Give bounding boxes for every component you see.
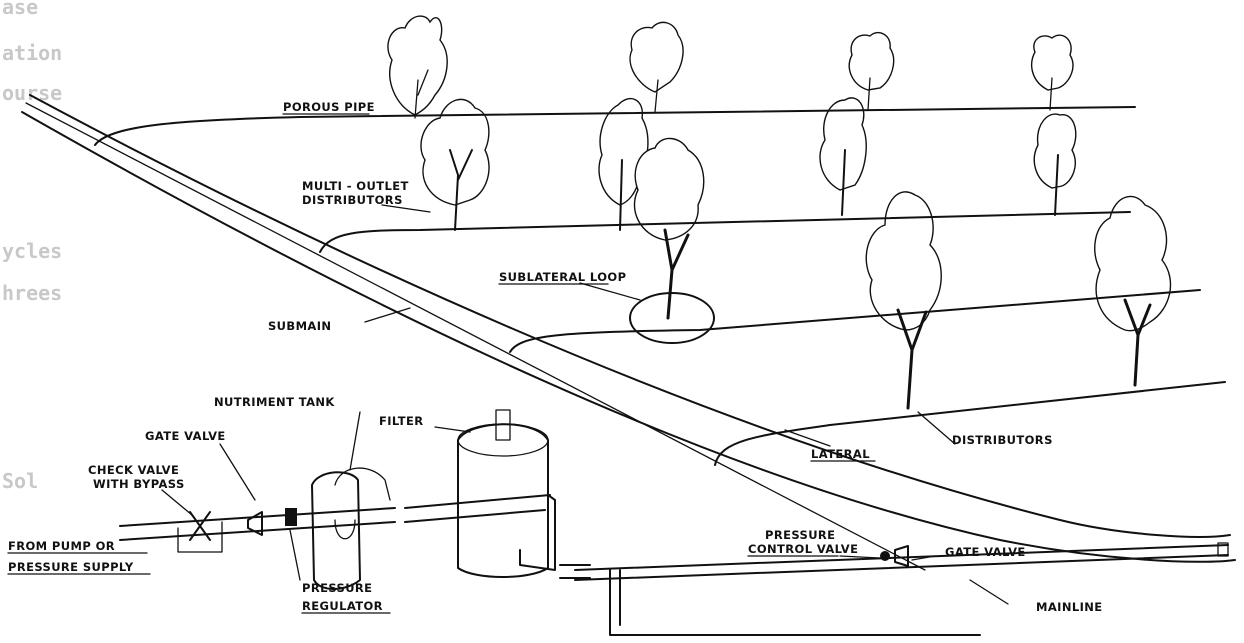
sublateral-loop xyxy=(630,293,714,343)
label-gate-valve-left: GATE VALVE xyxy=(145,429,226,443)
tree xyxy=(820,98,866,215)
label-gate-valve-right: GATE VALVE xyxy=(945,545,1026,559)
label-mainline: MAINLINE xyxy=(1036,600,1103,614)
label-sublateral-loop: SUBLATERAL LOOP xyxy=(499,270,626,284)
label-control-valve: CONTROL VALVE xyxy=(748,542,858,556)
label-regulator: REGULATOR xyxy=(302,599,383,613)
bleed-text: ase xyxy=(2,0,38,19)
label-filter: FILTER xyxy=(379,414,424,428)
label-distributors: DISTRIBUTORS xyxy=(952,433,1053,447)
tree xyxy=(1034,114,1076,215)
label-multi-outlet: MULTI - OUTLET xyxy=(302,179,409,193)
label-pressure-regulator: PRESSURE xyxy=(302,581,372,595)
tree xyxy=(1095,196,1171,385)
label-multi-outlet-distributors: DISTRIBUTORS xyxy=(302,193,403,207)
trees xyxy=(388,16,1171,408)
bleed-text: hrees xyxy=(2,281,62,305)
tree xyxy=(866,192,941,408)
bleed-text: ourse xyxy=(2,81,62,105)
supply-pipe xyxy=(120,495,550,540)
lateral-pipe xyxy=(715,382,1225,465)
bleed-text: ation xyxy=(2,41,62,65)
label-check-valve-bypass: WITH BYPASS xyxy=(93,477,185,491)
label-pressure-control: PRESSURE xyxy=(765,528,835,542)
label-nutriment-tank: NUTRIMENT TANK xyxy=(214,395,335,409)
bleed-through-text: ase ation ourse ycles hrees Sol xyxy=(2,0,62,493)
tree xyxy=(388,16,447,118)
label-porous-pipe: POROUS PIPE xyxy=(283,100,375,114)
pressure-control-valve xyxy=(880,551,890,561)
mainline-pipe xyxy=(575,545,1228,580)
label-check-valve: CHECK VALVE xyxy=(88,463,179,477)
bleed-text: ycles xyxy=(2,239,62,263)
label-pressure-supply: PRESSURE SUPPLY xyxy=(8,560,134,574)
tree xyxy=(1032,35,1073,110)
tree xyxy=(421,99,489,230)
label-lateral: LATERAL xyxy=(811,447,870,461)
label-from-pump: FROM PUMP OR xyxy=(8,539,115,553)
bleed-text: Sol xyxy=(2,469,38,493)
tree xyxy=(634,138,703,318)
filter-tank xyxy=(458,424,548,577)
label-submain: SUBMAIN xyxy=(268,319,331,333)
tree xyxy=(630,22,683,112)
